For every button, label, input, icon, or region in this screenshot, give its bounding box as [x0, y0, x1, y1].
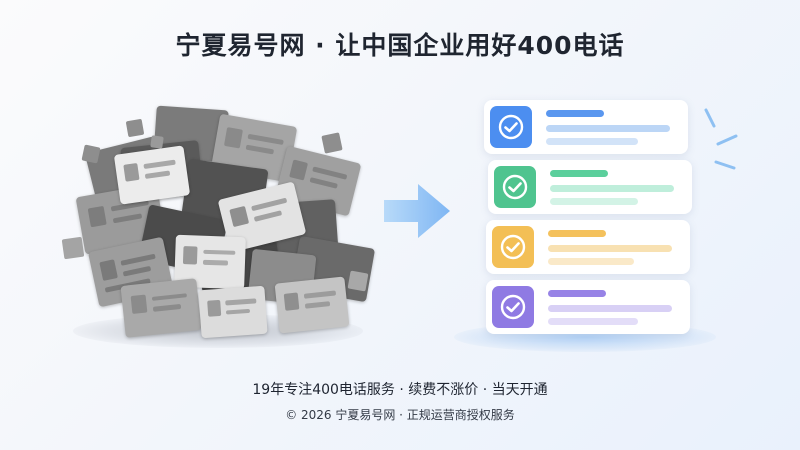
debris-square	[150, 135, 164, 149]
row-title-bar	[548, 230, 606, 237]
row-text-bar	[548, 245, 672, 252]
checklist-row-green	[488, 160, 692, 214]
messy-card-pile-illustration	[55, 92, 376, 352]
checklist-row-yellow	[486, 220, 690, 274]
row-text-bar	[548, 305, 672, 312]
row-text-bar	[550, 185, 674, 192]
right-arrow-icon	[384, 184, 450, 238]
debris-square	[347, 270, 369, 292]
check-icon	[492, 226, 534, 268]
row-title-bar	[546, 110, 604, 117]
page-title: 宁夏易号网 · 让中国企业用好400电话	[175, 31, 625, 60]
row-text-bar	[548, 258, 634, 265]
pile-card	[113, 145, 191, 205]
pile-card	[198, 285, 268, 339]
copyright-notice: © 2026 宁夏易号网 · 正规运营商授权服务	[285, 408, 515, 422]
pile-card	[274, 276, 350, 334]
service-highlights: 19年专注400电话服务 · 续费不涨价 · 当天开通	[252, 382, 548, 398]
organized-checklist-illustration	[454, 98, 716, 352]
check-icon	[494, 166, 536, 208]
check-icon	[490, 106, 532, 148]
debris-square	[321, 132, 343, 154]
checklist-row-blue	[484, 100, 688, 154]
check-icon	[492, 286, 534, 328]
row-title-bar	[550, 170, 608, 177]
row-text-bar	[546, 138, 638, 145]
debris-square	[61, 236, 85, 260]
row-text-bar	[550, 198, 638, 205]
row-title-bar	[548, 290, 606, 297]
row-text-bar	[548, 318, 638, 325]
debris-square	[125, 118, 145, 138]
debris-square	[81, 144, 101, 164]
sparkle-rays-icon	[704, 108, 738, 170]
pile-card	[120, 278, 202, 338]
checklist-row-purple	[486, 280, 690, 334]
row-text-bar	[546, 125, 670, 132]
